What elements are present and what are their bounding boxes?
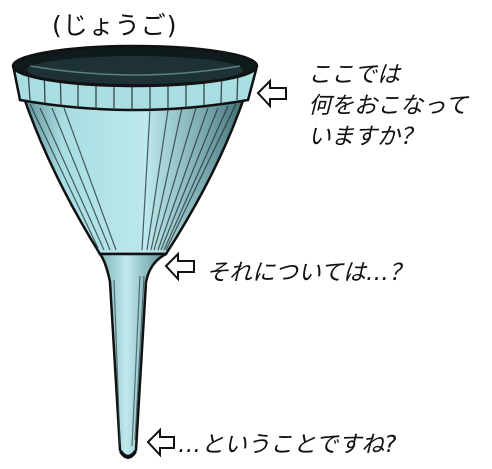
arrow-left-outline-icon [146, 427, 175, 458]
arrow-left-outline-icon [164, 251, 195, 282]
arrow-left-outline-icon [256, 78, 287, 109]
funnel-spout-shading [113, 275, 145, 447]
diagram-title: (じょうご) [52, 11, 178, 40]
funnel-spout [97, 252, 167, 458]
callout-spout: …ということですね? [178, 432, 397, 458]
callout-rim: ここでは 何をおこなって いますか？ [308, 62, 468, 150]
funnel-cone-hatching [29, 103, 237, 251]
callout-cone: それについては…？ [206, 260, 412, 286]
